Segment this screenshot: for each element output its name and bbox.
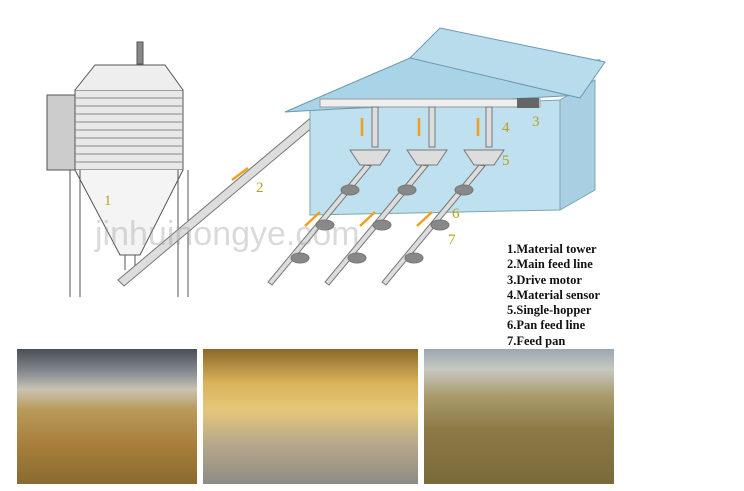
legend-item: 6.Pan feed line [507,318,586,333]
legend-item: 1.Material tower [507,242,597,256]
poultry-house-photo-2 [203,349,418,484]
legend-item: 5.Single-hopper [507,303,592,318]
poultry-house-photo-1 [17,349,197,484]
poultry-house-photo-3 [424,349,614,484]
poultry-house [284,27,606,216]
callout-7: 7 [448,232,456,248]
callout-1: 1 [104,193,112,209]
legend: 1.Material tower 2.Main feed line 3.Driv… [507,242,600,349]
callout-numbers: 1 2 3 4 5 6 7 [104,114,540,248]
callout-2: 2 [256,180,264,196]
callout-3: 3 [532,114,540,130]
callout-5: 5 [502,153,510,169]
callout-4: 4 [502,120,510,136]
legend-item: 4.Material sensor [507,287,601,302]
legend-item: 3.Drive motor [507,272,582,287]
flow-arrows [231,118,480,227]
watermark: jinhuinongye.com [95,215,360,253]
material-tower [46,41,189,297]
legend-item: 7.Feed pan [507,333,566,348]
legend-item: 2.Main feed line [507,257,593,272]
callout-6: 6 [452,206,460,222]
hoppers-and-pan-lines [267,106,505,286]
